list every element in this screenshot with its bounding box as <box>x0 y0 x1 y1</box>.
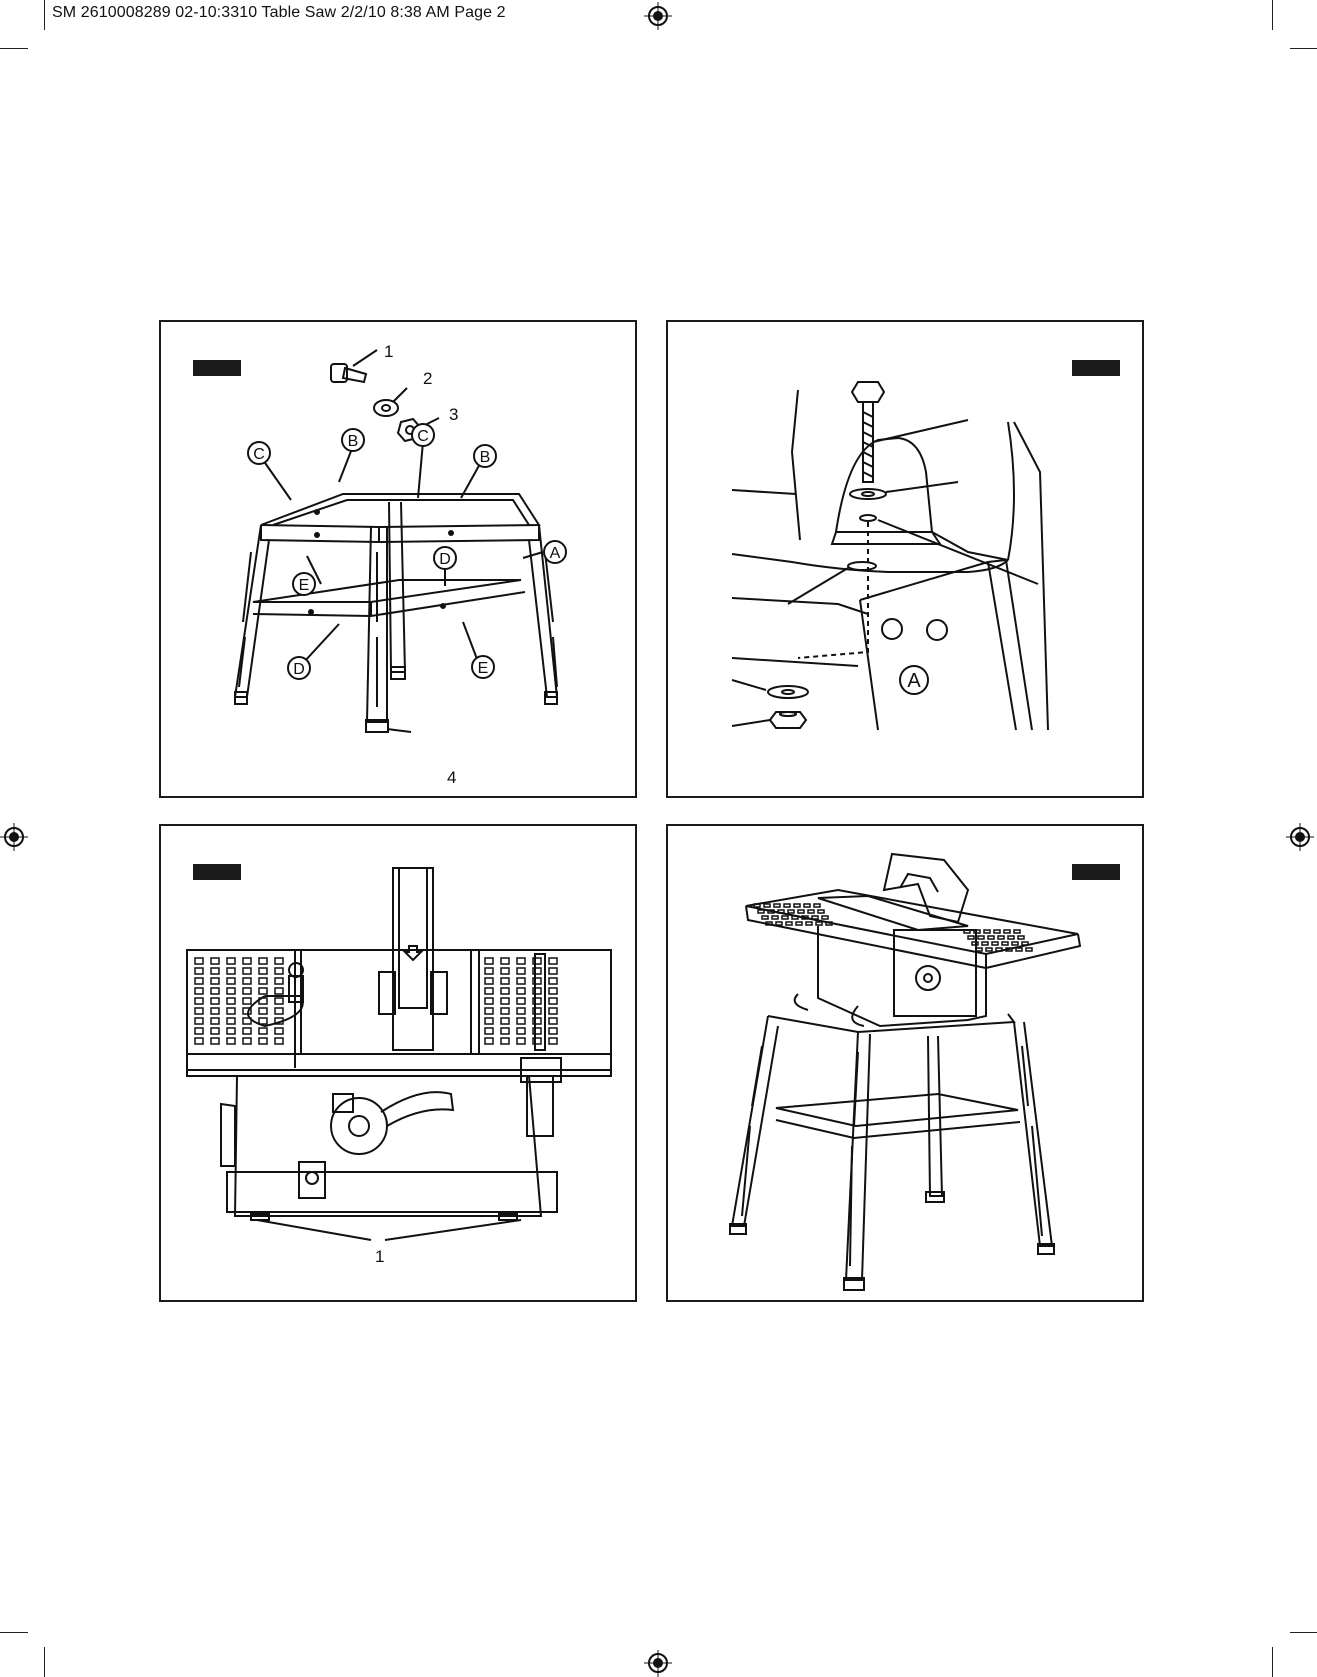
crop-mark-icon <box>44 1647 45 1677</box>
label-D: D <box>439 551 451 568</box>
label-B: B <box>480 449 491 466</box>
figure-2-bolt-detail: A <box>666 320 1144 798</box>
figure-1-stand-assembly: B C C B A E D D E 1 2 3 4 <box>159 320 637 798</box>
part-number-2: 2 <box>423 369 432 388</box>
label-E: E <box>478 660 489 677</box>
registration-mark-bottom-icon <box>644 1650 672 1677</box>
figure-3-saw-front-view: 1 <box>159 824 637 1302</box>
label-E: E <box>299 577 310 594</box>
label-B: B <box>348 433 359 450</box>
label-A: A <box>550 545 561 562</box>
registration-mark-left-icon <box>0 823 28 851</box>
crop-mark-icon <box>1272 1647 1273 1677</box>
table-slot-grid-right <box>964 930 1032 951</box>
registration-mark-right-icon <box>1286 823 1314 851</box>
label-D: D <box>293 661 305 678</box>
stand-assembly-drawing: B C C B A E D D E 1 2 3 4 <box>161 322 639 800</box>
assembled-saw-drawing <box>668 826 1146 1304</box>
bolt-detail-drawing: A <box>668 322 1146 800</box>
crop-mark-icon <box>1272 0 1273 30</box>
part-number-4: 4 <box>447 768 456 787</box>
figure-4-assembled-saw <box>666 824 1144 1302</box>
crop-mark-icon <box>1290 48 1317 49</box>
part-number-3: 3 <box>449 405 458 424</box>
part-number-1: 1 <box>384 342 393 361</box>
crop-mark-icon <box>0 1632 28 1633</box>
label-C: C <box>253 446 265 463</box>
crop-mark-icon <box>44 0 45 30</box>
crop-mark-icon <box>0 48 28 49</box>
print-slug: SM 2610008289 02-10:3310 Table Saw 2/2/1… <box>52 4 506 22</box>
table-slot-grid-left <box>195 958 283 1044</box>
table-slot-grid-right <box>485 958 557 1044</box>
label-C: C <box>417 428 429 445</box>
saw-front-view-drawing: 1 <box>161 826 639 1304</box>
part-number-1: 1 <box>375 1247 384 1266</box>
crop-mark-icon <box>1290 1632 1317 1633</box>
registration-mark-top-icon <box>644 2 672 30</box>
label-A: A <box>907 670 921 692</box>
